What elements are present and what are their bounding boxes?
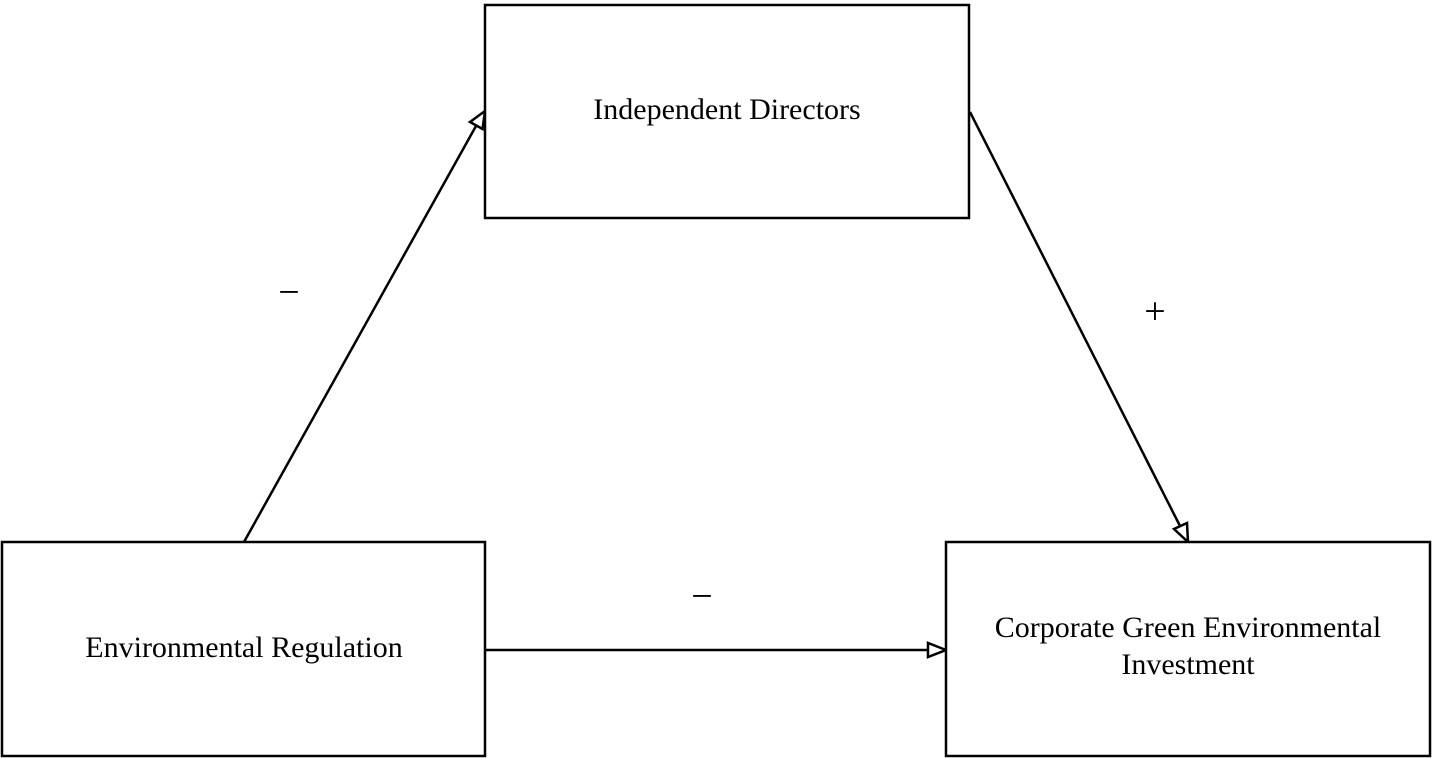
node-label: Environmental Regulation: [85, 631, 402, 664]
edge-regulation-to-investment: [485, 641, 950, 659]
sign-regulation-to-directors: −: [278, 272, 299, 314]
node-independent-directors: Independent Directors: [483, 3, 971, 220]
node-box: [0, 540, 487, 758]
node-box: [483, 3, 971, 220]
node-corporate-green-investment: Corporate Green Environmental Investment: [944, 540, 1432, 758]
sign-directors-to-investment: +: [1144, 291, 1165, 333]
node-environmental-regulation: Environmental Regulation: [0, 540, 487, 758]
node-box: [944, 540, 1432, 758]
arrowhead-icon: [1171, 521, 1190, 546]
sign-regulation-to-investment: −: [691, 576, 712, 618]
edge-directors-to-investment: [968, 111, 1190, 546]
edge-line: [968, 111, 1182, 527]
arrowhead-icon: [467, 108, 487, 131]
edge-regulation-to-directors: [242, 108, 487, 543]
arrowhead-icon: [926, 641, 950, 659]
node-label-line-1: Corporate Green Environmental: [995, 611, 1382, 644]
node-label: Independent Directors: [593, 93, 860, 126]
node-label-line-2: Investment: [1121, 648, 1255, 681]
edge-line: [242, 125, 478, 543]
